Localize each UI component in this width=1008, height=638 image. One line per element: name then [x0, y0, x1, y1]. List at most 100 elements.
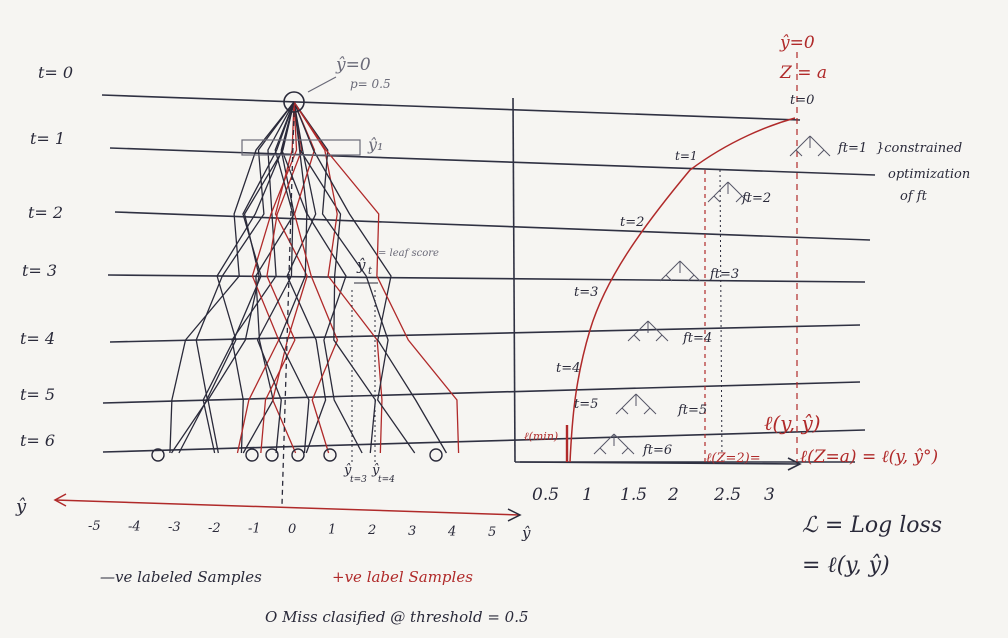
- tree-branch: [599, 433, 615, 449]
- tree-branch: [823, 149, 831, 157]
- dotted-mid: [719, 169, 723, 463]
- right-x-tick-1: 1: [582, 485, 593, 505]
- right-top-yhat: ŷ=0: [779, 33, 815, 53]
- yhat-tick-label: -1: [248, 521, 261, 536]
- zero-dashed: [281, 111, 295, 506]
- tree-branch: [633, 334, 641, 342]
- sample-path: [231, 101, 295, 454]
- time-label-4: t= 4: [20, 329, 55, 348]
- line-t1: [109, 147, 876, 176]
- yhat-tick-label: -5: [88, 519, 101, 534]
- root-p-label: p= 0.5: [350, 77, 391, 91]
- step1-label: ŷ₁: [367, 135, 383, 154]
- sample-path: [260, 101, 303, 454]
- tree-sketch: [659, 260, 701, 282]
- misclassified-markers: [151, 448, 443, 462]
- min-label: ℓ(min): [524, 430, 558, 443]
- tree-branch: [735, 195, 743, 203]
- tree-branch: [659, 274, 667, 282]
- step1-box: [241, 139, 361, 156]
- right-x-tick-3: 2: [667, 485, 679, 505]
- tree-sketch: [615, 393, 657, 415]
- curve-step-3: t=3: [574, 285, 598, 300]
- curve-step-2: t=2: [620, 215, 644, 230]
- misclassified-circle: [245, 448, 259, 462]
- misclassified-circle: [265, 448, 279, 462]
- sample-path: [202, 101, 295, 454]
- tree-label-6: ft=6: [642, 443, 672, 458]
- right-axis-arrowhead: [787, 457, 802, 471]
- tree-label-2: ft=2: [741, 191, 771, 206]
- tree-branch: [593, 447, 601, 455]
- time-label-1: t= 1: [30, 129, 65, 148]
- z2-label: ℓ(Z=2)=: [706, 451, 761, 466]
- right-axis-arrow: [514, 461, 801, 465]
- leaf-score-sub: t: [368, 266, 373, 277]
- leaf-score-text: = leaf score: [378, 248, 439, 259]
- tree-branch: [665, 274, 673, 282]
- time-lines: [101, 94, 876, 463]
- tree-branch: [627, 447, 635, 455]
- sample-path: [256, 101, 295, 454]
- curve-step-0: t=0: [790, 93, 814, 108]
- tree-branch: [621, 393, 637, 409]
- tree-branch: [693, 274, 701, 282]
- tree-sketch: [789, 135, 831, 157]
- yhat-tick-label: -2: [208, 521, 221, 536]
- time-label-3: t= 3: [22, 261, 57, 280]
- yhat-mark-t4-sub: t=4: [378, 475, 395, 485]
- yhat-axis-label-left: ŷ: [15, 496, 27, 517]
- tree-branch: [665, 260, 681, 276]
- tree-branch: [789, 149, 797, 157]
- sample-path: [272, 101, 308, 454]
- tree-branch: [621, 407, 629, 415]
- tree-label-5: ft=5: [677, 403, 707, 418]
- tree-branch: [635, 393, 651, 409]
- yhat-tick-label: 0: [288, 522, 296, 537]
- tree-branch: [649, 407, 657, 415]
- curve-step-5: t=5: [574, 397, 598, 412]
- misclassified-circle: [429, 448, 443, 462]
- root-arrow: [307, 76, 337, 93]
- loss-yhat-label: ℓ(y, ŷ): [764, 411, 821, 435]
- panel-divider: [512, 97, 516, 463]
- yhat-mark-t3-sub: t=3: [350, 475, 367, 485]
- tree-branch: [627, 334, 635, 342]
- misclassified-circle: [291, 448, 305, 462]
- tree-label-3: ft=3: [709, 267, 739, 282]
- sample-path: [286, 101, 327, 454]
- tree-branch: [647, 320, 663, 336]
- yhat-mark-t3: ŷ: [343, 463, 352, 478]
- labels-group: t= 0 t= 1 t= 2 t= 3 t= 4 t= 5 t= 6 ŷ=0 p…: [15, 33, 970, 626]
- yhat-tick-label: 2: [367, 523, 376, 538]
- loss-curve: [569, 117, 796, 463]
- tree-branch: [599, 447, 607, 455]
- sample-path: [207, 101, 295, 454]
- right-x-tick-5: 3: [764, 485, 775, 505]
- tree-branch: [661, 334, 669, 342]
- sample-path: [293, 101, 339, 454]
- yhat-tick-label: 4: [447, 524, 456, 539]
- loss-z-a-label: ℓ(Z=a) = ℓ(y, ŷ°): [800, 447, 938, 467]
- tree-label-1: ft=1: [837, 141, 867, 156]
- constraint-note-1: }constrained: [876, 141, 962, 156]
- legend-negative: —ve labeled Samples: [100, 568, 262, 586]
- tree-branch: [713, 195, 721, 203]
- tree-branch: [621, 447, 629, 455]
- tree-branch: [655, 334, 663, 342]
- line-t5: [102, 381, 861, 404]
- tree-branch: [615, 407, 623, 415]
- misclassified-circle: [323, 448, 337, 462]
- tree-branch: [795, 149, 803, 157]
- tree-branch: [643, 407, 651, 415]
- yhat-mark-t4: ŷ: [371, 463, 380, 478]
- sample-path: [236, 101, 298, 454]
- tree-label-4: ft=4: [682, 331, 712, 346]
- yhat-axis-label-right: ŷ: [521, 524, 531, 542]
- right-x-tick-2: 1.5: [620, 485, 647, 505]
- tree-branch: [687, 274, 695, 282]
- sample-path: [278, 101, 310, 454]
- sample-path: [293, 101, 416, 454]
